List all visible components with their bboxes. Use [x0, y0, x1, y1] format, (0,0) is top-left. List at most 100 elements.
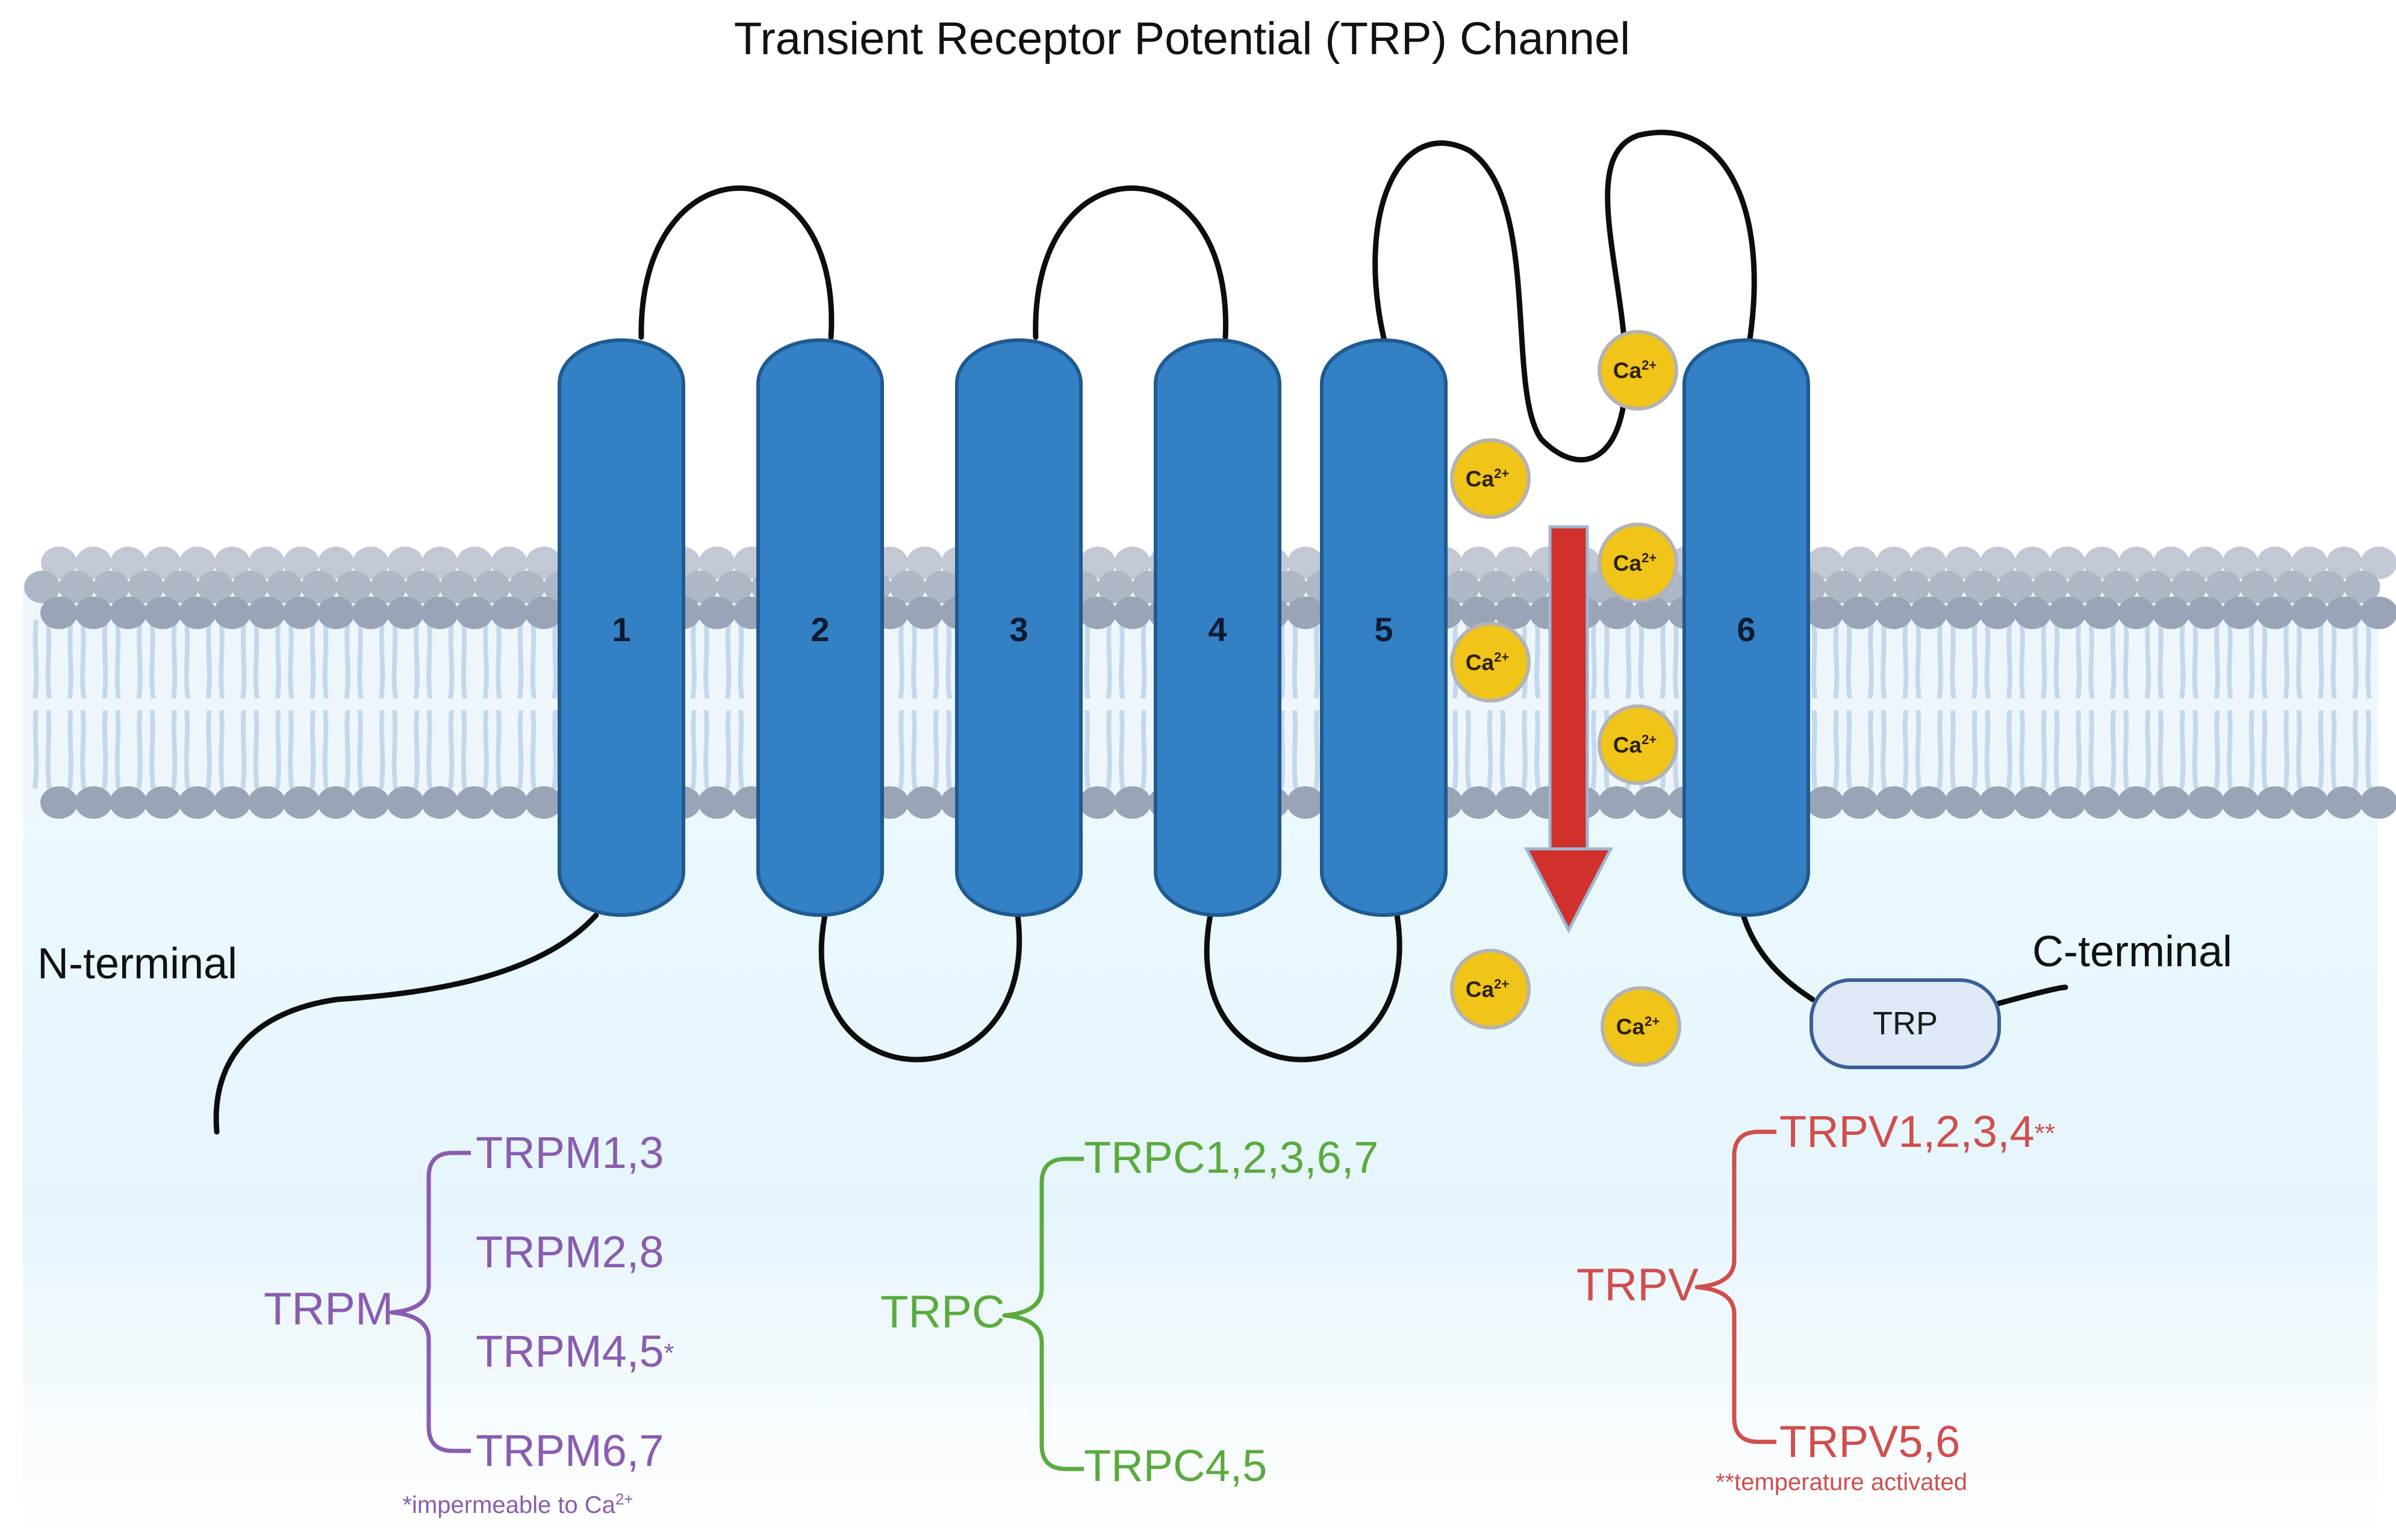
segment-number: 5 [1374, 610, 1393, 648]
lipid-tail [741, 620, 742, 698]
lipid-head [179, 786, 216, 819]
lipid-tail [520, 620, 521, 698]
lipid-head [1079, 786, 1116, 819]
lipid-tail [2298, 620, 2300, 698]
lipid-tail [1835, 710, 1837, 789]
lipid-tail [520, 710, 521, 789]
lipid-tail [1814, 620, 1815, 698]
lipid-tail [290, 710, 291, 789]
family-member: TRPM1,3 [476, 1128, 664, 1178]
lipid-tail [948, 620, 950, 698]
lipid-tail [429, 620, 430, 698]
lipid-tail [1524, 710, 1525, 789]
lipid-tail [1593, 710, 1595, 789]
lipid-tail [2009, 710, 2010, 789]
lipid-head [525, 786, 562, 819]
lipid-head [387, 786, 424, 819]
lipid-tail [416, 710, 417, 789]
transmembrane-segment-1: 1 [559, 340, 683, 915]
lipid-head [110, 786, 147, 819]
family-member: TRPC1,2,3,6,7 [1084, 1132, 1378, 1182]
lipid-tail [2182, 620, 2183, 698]
lipid-tail [2126, 710, 2127, 789]
lipid-tail [741, 710, 742, 789]
lipid-head [317, 597, 355, 629]
lipid-head [352, 786, 390, 819]
lipid-tail [381, 710, 382, 789]
lipid-tail [693, 620, 694, 698]
lipid-tail [1918, 620, 1919, 698]
lipid-tail [2160, 620, 2161, 698]
lipid-tail [2009, 620, 2010, 698]
extracellular-loop-3-4 [1036, 188, 1226, 338]
lipid-tail [278, 620, 279, 698]
lipid-tail [2320, 710, 2321, 789]
lipid-head [1910, 597, 1947, 629]
lipid-head [1806, 786, 1844, 819]
lipid-tail [1281, 620, 1283, 698]
lipid-head [2014, 597, 2052, 629]
lipid-tail [2043, 710, 2044, 789]
lipid-tail [429, 710, 430, 789]
family-member: TRPC4,5 [1084, 1441, 1267, 1491]
lipid-tail [2182, 710, 2183, 789]
lipid-head [2083, 597, 2121, 629]
lipid-head [179, 597, 216, 629]
lipid-tail [485, 620, 487, 698]
lipid-head [2326, 786, 2363, 819]
lipid-head [2187, 786, 2224, 819]
family-member: TRPV1,2,3,4** [1779, 1107, 2055, 1157]
lipid-head [2291, 597, 2329, 629]
lipid-tail [464, 710, 465, 789]
lipid-tail [139, 620, 140, 698]
lipid-tail [1537, 620, 1538, 698]
lipid-head [2222, 786, 2259, 819]
lipid-tail [173, 620, 175, 698]
lipid-head [2360, 597, 2396, 629]
lipid-tail [706, 710, 707, 789]
lipid-tail [1143, 710, 1144, 789]
lipid-tail [1641, 620, 1642, 698]
lipid-tail [187, 620, 188, 698]
lipid-tail [1835, 620, 1837, 698]
lipid-tail [1675, 620, 1676, 698]
lipid-head [1460, 786, 1498, 819]
lipid-head [1287, 597, 1324, 629]
segment-number: 3 [1009, 610, 1028, 648]
lipid-tail [117, 620, 119, 698]
lipid-tail [2217, 710, 2218, 789]
lipid-head [699, 786, 736, 819]
lipid-tail [2021, 620, 2023, 698]
lipid-tail [2355, 620, 2356, 698]
lipid-tail [1295, 620, 1296, 698]
lipid-tail [1940, 710, 1941, 789]
lipid-tail [1883, 620, 1884, 698]
lipid-tail [498, 620, 499, 698]
lipid-head [2256, 786, 2294, 819]
lipid-tail [1940, 620, 1941, 698]
lipid-head [40, 786, 78, 819]
lipid-head [40, 597, 78, 629]
transmembrane-segment-6: 6 [1684, 340, 1808, 915]
lipid-tail [187, 710, 188, 789]
lipid-tail [2368, 620, 2369, 698]
lipid-head [283, 786, 320, 819]
lipid-tail [1593, 620, 1595, 698]
lipid-head [2291, 786, 2329, 819]
lipid-head [2014, 786, 2052, 819]
lipid-head [2118, 597, 2155, 629]
lipid-tail [221, 710, 222, 789]
lipid-tail [290, 620, 291, 698]
lipid-tail [1121, 710, 1122, 789]
lipid-tail [2112, 710, 2114, 789]
lipid-tail [901, 620, 902, 698]
lipid-tail [359, 710, 361, 789]
lipid-tail [2091, 710, 2092, 789]
lipid-tail [173, 710, 175, 789]
family-member: TRPM4,5* [476, 1326, 674, 1376]
lipid-head [1806, 597, 1844, 629]
lipid-head [2153, 597, 2190, 629]
lipid-tail [1537, 710, 1538, 789]
lipid-tail [1974, 710, 1975, 789]
segment-number: 6 [1737, 610, 1755, 648]
